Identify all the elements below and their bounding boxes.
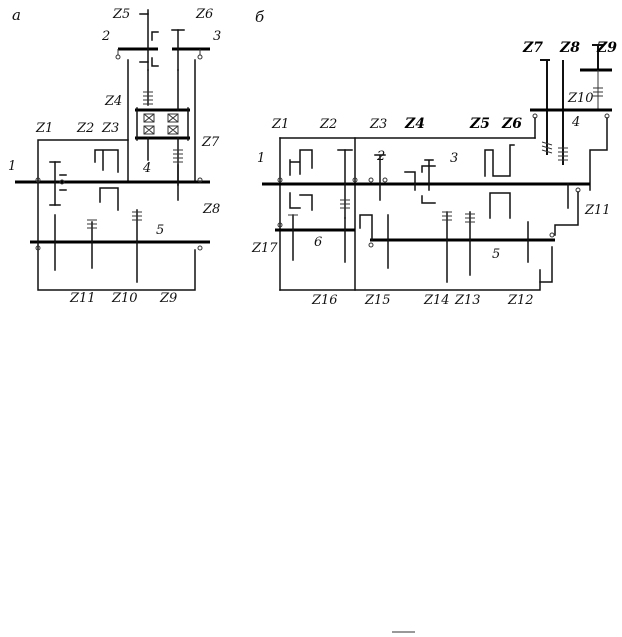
label-shaft-5-b: 5	[492, 247, 500, 262]
label-shaft-6-b: 6	[314, 235, 322, 250]
label-z3: Z3	[101, 121, 119, 136]
label-shaft-3-b: 3	[450, 151, 458, 166]
label-z14: Z14	[423, 293, 450, 308]
label-shaft-4: 4	[142, 161, 151, 176]
gear-z2-b	[337, 149, 353, 219]
gear-z17	[288, 214, 298, 261]
gear-z4	[135, 69, 190, 186]
label-z3-b: Z3	[369, 117, 387, 132]
gear-z2-z3	[94, 149, 119, 211]
label-z6: Z6	[195, 7, 213, 22]
label-z9-b: Z9	[596, 40, 617, 56]
label-z11: Z11	[69, 291, 96, 306]
label-z13: Z13	[454, 293, 481, 308]
label-z8-b: Z8	[559, 40, 580, 56]
label-z6-b: Z6	[501, 116, 522, 132]
gear-z1	[49, 161, 67, 206]
panel-a: а	[8, 6, 221, 306]
label-z5: Z5	[112, 7, 130, 22]
label-z16: Z16	[311, 293, 338, 308]
label-z17: Z17	[251, 241, 278, 256]
gear-z10	[87, 219, 97, 269]
label-z8: Z8	[202, 202, 220, 217]
label-z1-b: Z1	[271, 117, 289, 132]
label-z11-b: Z11	[584, 203, 611, 218]
label-z4-b: Z4	[404, 116, 425, 132]
gear-z13	[465, 211, 475, 276]
label-z2-b: Z2	[319, 117, 337, 132]
gear-z8-b	[558, 60, 568, 165]
gear-z14	[442, 211, 452, 283]
label-shaft-5: 5	[156, 223, 164, 238]
panel-b: б	[251, 8, 617, 308]
panel-a-title: а	[12, 6, 21, 24]
label-z9: Z9	[159, 291, 177, 306]
label-shaft-2: 2	[101, 29, 110, 44]
label-z15: Z15	[364, 293, 391, 308]
gear-z5-z6-b	[484, 144, 515, 219]
gear-z4-b	[404, 159, 436, 204]
label-z4: Z4	[104, 94, 122, 109]
label-shaft-3: 3	[213, 29, 221, 44]
label-z5-b: Z5	[469, 116, 490, 132]
label-z12: Z12	[507, 293, 534, 308]
gear-z1-b	[289, 149, 313, 211]
label-z10-b: Z10	[567, 91, 594, 106]
label-shaft-1: 1	[8, 159, 16, 174]
gear-z3-b	[359, 154, 386, 241]
label-shaft-1-b: 1	[257, 151, 265, 166]
label-z10: Z10	[111, 291, 138, 306]
gear-z9-b	[580, 44, 612, 110]
label-shaft-2-b: 2	[376, 149, 385, 164]
panel-b-title: б	[255, 8, 265, 26]
label-z1: Z1	[35, 121, 53, 136]
gear-z9	[132, 209, 142, 283]
label-shaft-4-b: 4	[571, 115, 580, 130]
label-z7-b: Z7	[522, 40, 543, 56]
gear-z7	[540, 59, 553, 155]
label-z7: Z7	[201, 135, 220, 150]
label-z2: Z2	[76, 121, 94, 136]
